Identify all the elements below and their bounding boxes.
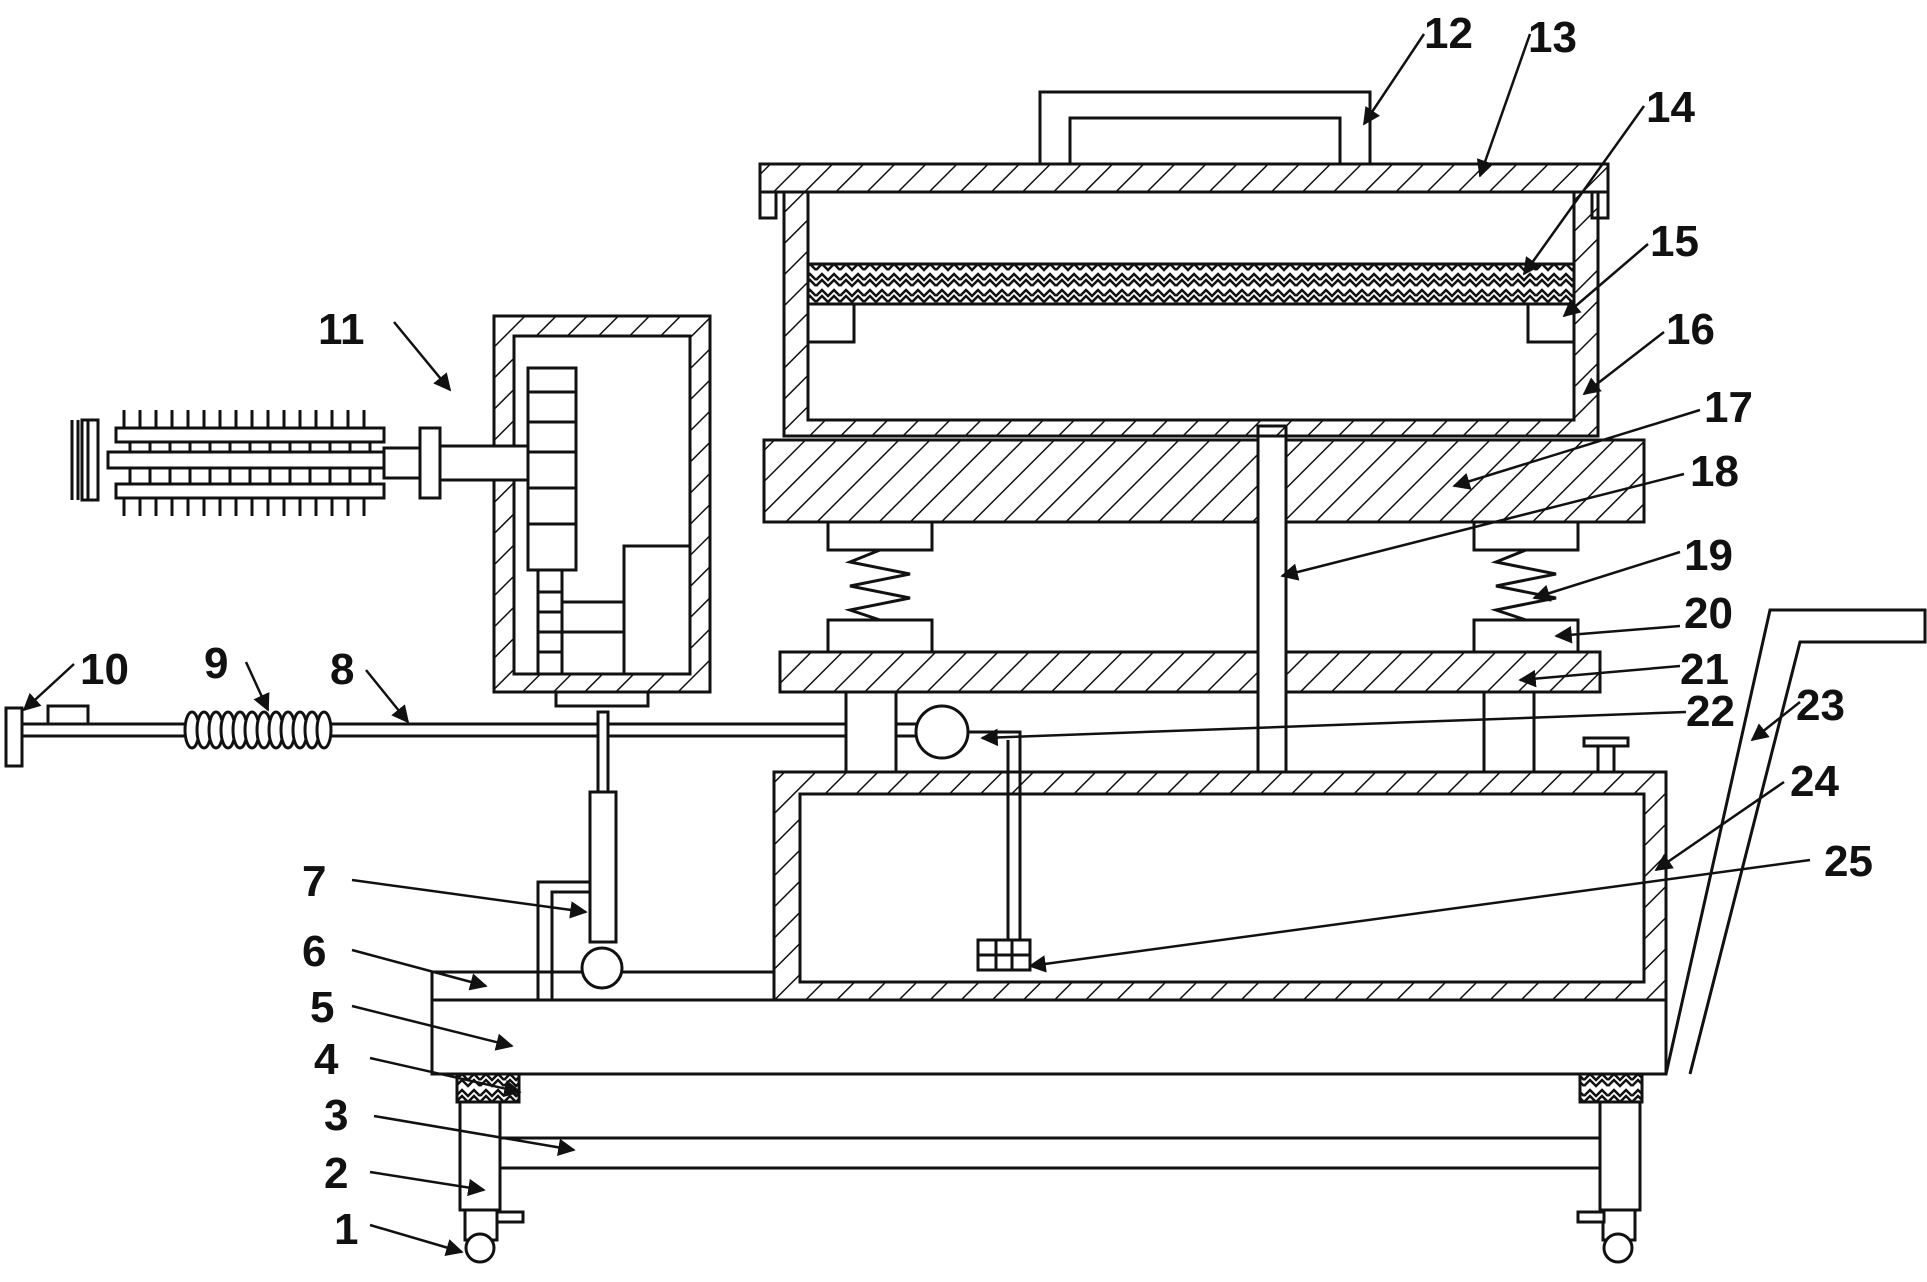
label-12: 12 bbox=[1424, 9, 1473, 58]
handle-12 bbox=[1038, 90, 1372, 164]
label-9: 9 bbox=[204, 639, 228, 688]
label-13: 13 bbox=[1528, 13, 1577, 62]
spring-seat-top-right bbox=[1472, 520, 1580, 552]
spring-pad-4-right bbox=[1578, 1072, 1644, 1104]
brush-roller bbox=[70, 410, 530, 516]
label-15: 15 bbox=[1650, 217, 1699, 266]
label-2: 2 bbox=[324, 1149, 348, 1198]
label-10: 10 bbox=[80, 645, 129, 694]
label-24: 24 bbox=[1790, 757, 1839, 806]
label-1: 1 bbox=[334, 1205, 358, 1254]
label-21: 21 bbox=[1680, 645, 1729, 694]
label-17: 17 bbox=[1704, 383, 1753, 432]
push-handle-23 bbox=[1664, 608, 1927, 1075]
wheel-1-left bbox=[464, 1232, 496, 1264]
crossbar-3 bbox=[498, 1136, 1602, 1170]
pump-assembly-22 bbox=[914, 704, 1032, 972]
label-16: 16 bbox=[1666, 305, 1715, 354]
label-5: 5 bbox=[310, 983, 334, 1032]
lower-plate-21 bbox=[778, 650, 1602, 694]
label-23: 23 bbox=[1796, 681, 1845, 730]
water-tank-24 bbox=[772, 736, 1668, 1002]
pump-22 bbox=[914, 704, 970, 760]
hose-8 bbox=[4, 704, 916, 768]
spring-19-right bbox=[1490, 548, 1557, 622]
support-pole-7 bbox=[536, 710, 624, 1000]
lid-13 bbox=[758, 162, 1610, 194]
shaft-18 bbox=[1256, 424, 1288, 774]
vibration-platform bbox=[762, 424, 1646, 774]
label-8: 8 bbox=[330, 645, 354, 694]
spring-9 bbox=[183, 710, 333, 750]
leg-2-left bbox=[458, 1100, 502, 1212]
bracket-15-left bbox=[806, 302, 856, 344]
leg-2-right bbox=[1598, 1100, 1642, 1212]
label-25: 25 bbox=[1824, 837, 1873, 886]
part-labels: 1 2 3 4 5 6 7 8 9 10 11 12 13 14 15 16 1… bbox=[80, 9, 1873, 1254]
label-7: 7 bbox=[302, 857, 326, 906]
wheel-1-right bbox=[1602, 1232, 1634, 1264]
label-19: 19 bbox=[1684, 531, 1733, 580]
leader-lines bbox=[22, 33, 1811, 1256]
cart-base bbox=[430, 970, 1668, 1264]
box-16 bbox=[782, 190, 1600, 438]
spring-seat-20-left bbox=[826, 618, 934, 654]
label-3: 3 bbox=[324, 1091, 348, 1140]
tank-cap bbox=[1596, 742, 1616, 774]
upper-plate-17 bbox=[762, 438, 1646, 524]
label-11: 11 bbox=[318, 305, 365, 354]
nozzle-10 bbox=[4, 706, 24, 768]
label-22: 22 bbox=[1686, 687, 1735, 736]
spring-pad-4-left bbox=[455, 1072, 521, 1104]
label-14: 14 bbox=[1646, 83, 1695, 132]
label-20: 20 bbox=[1684, 589, 1733, 638]
filter-screen-14 bbox=[806, 262, 1576, 306]
spring-19-left bbox=[844, 548, 911, 622]
bracket-15-right bbox=[1526, 302, 1576, 344]
motor-box-11 bbox=[492, 314, 712, 708]
spring-seat-top-left bbox=[826, 520, 934, 552]
label-4: 4 bbox=[314, 1035, 339, 1084]
label-18: 18 bbox=[1690, 447, 1739, 496]
label-6: 6 bbox=[302, 927, 326, 976]
base-box-5 bbox=[430, 998, 1668, 1076]
sieve-box bbox=[758, 90, 1610, 438]
